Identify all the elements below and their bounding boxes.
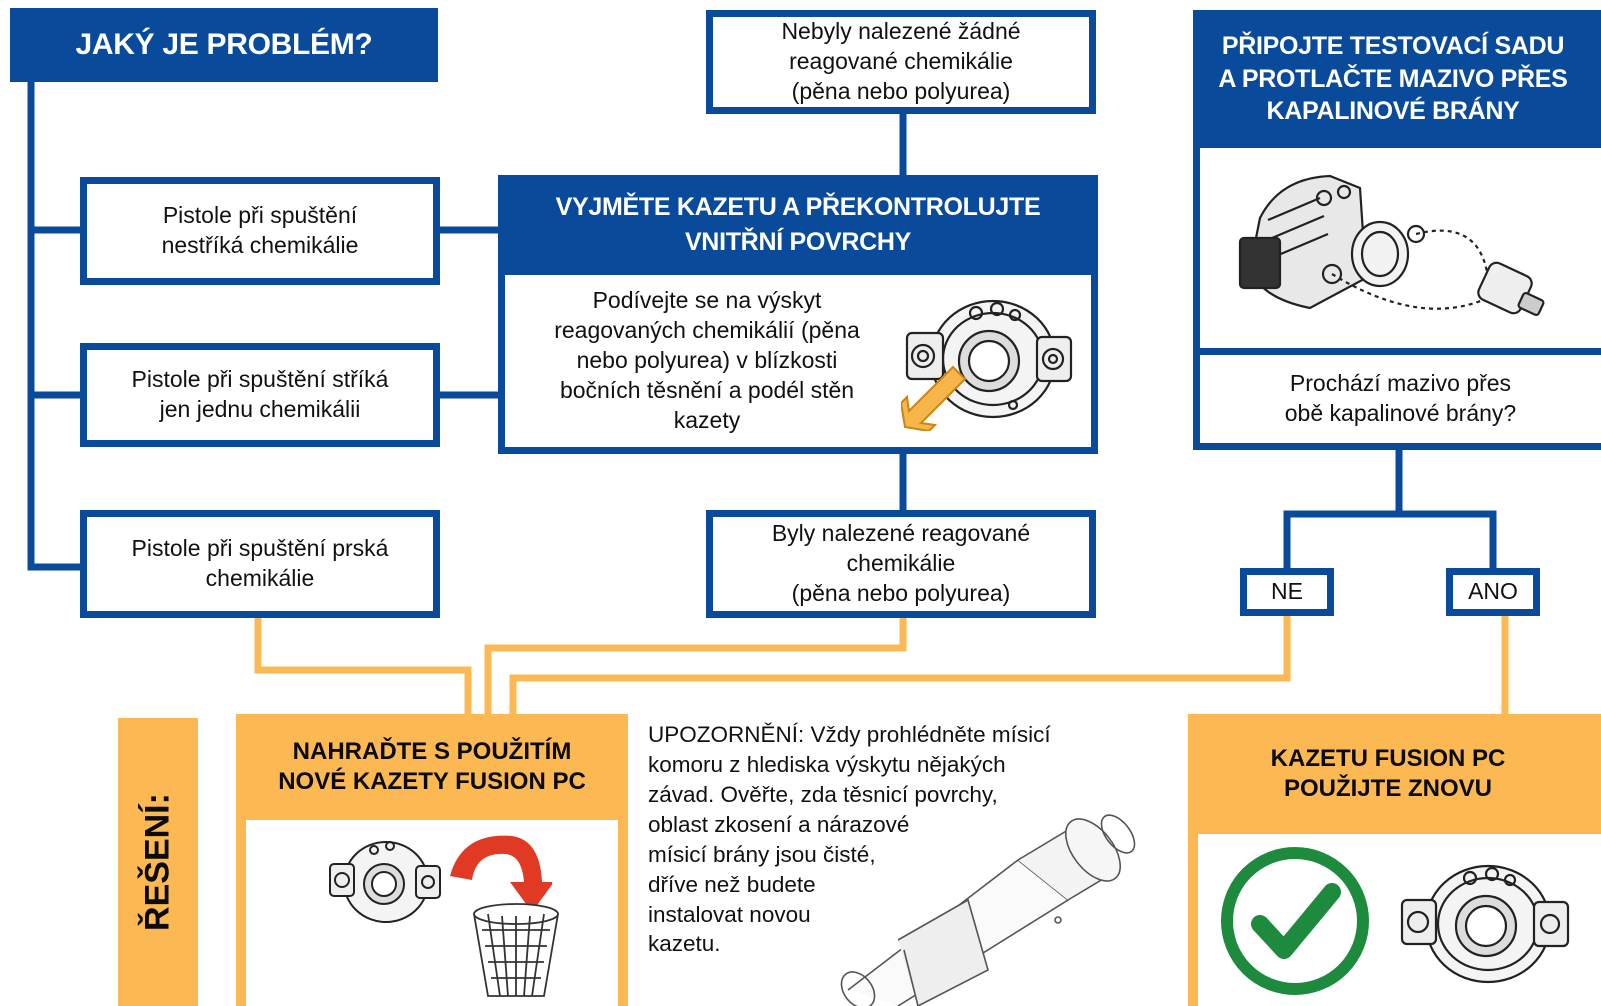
answer-yes-box: ANO [1446, 568, 1540, 616]
result-box-not-found: Nebyly nalezené žádné reagované chemikál… [706, 10, 1096, 114]
problem-box-one-chemical: Pistole při spuštění stříká jen jednu ch… [80, 343, 440, 447]
warning-note: UPOZORNĚNÍ: Vždy prohlédněte mísicí komo… [648, 720, 1128, 970]
decision-question-label: Prochází mazivo přes obě kapalinové brán… [1284, 370, 1517, 426]
inspect-box: VYJMĚTE KAZETU A PŘEKONTROLUJTE VNITŘNÍ … [498, 175, 1098, 454]
solution-replace-box: NAHRAĎTE S POUŽITÍM NOVÉ KAZETY FUSION P… [236, 714, 628, 1006]
trash-basket-icon [473, 903, 559, 997]
result-text: Nebyly nalezené žádné reagované chemikál… [781, 18, 1021, 104]
solution-replace-image-panel [246, 820, 618, 1006]
answer-no-label: NE [1271, 578, 1303, 605]
inspect-title-label: VYJMĚTE KAZETU A PŘEKONTROLUJTE VNITŘNÍ … [555, 193, 1041, 256]
problem-text: Pistole při spuštění stříká jen jednu ch… [131, 366, 389, 422]
warning-note-text: UPOZORNĚNÍ: Vždy prohlédněte mísicí komo… [648, 722, 1051, 957]
discard-arrow-icon [450, 835, 552, 912]
solution-replace-title: NAHRAĎTE S POUŽITÍM NOVÉ KAZETY FUSION P… [236, 714, 628, 820]
decision-split-line [1283, 450, 1403, 572]
test-kit-title: PŘIPOJTE TESTOVACÍ SADU A PROTLAČTE MAZI… [1193, 10, 1593, 148]
solution-label-text: ŘEŠENÍ: [138, 793, 177, 931]
solution-reuse-title: KAZETU FUSION PC POUŽIJTE ZNOVU [1188, 714, 1588, 834]
decision-question: Prochází mazivo přes obě kapalinové brán… [1200, 355, 1601, 443]
inspect-body: Podívejte se na výskyt reagovaných chemi… [505, 275, 1091, 447]
result-text: Byly nalezené reagované chemikálie (pěna… [771, 520, 1031, 606]
test-kit-icon [1238, 174, 1545, 317]
test-kit-image-panel [1200, 148, 1601, 348]
problem-question-header: JAKÝ JE PROBLÉM? [10, 8, 438, 82]
inspect-body-label: Podívejte se na výskyt reagovaných chemi… [554, 287, 860, 433]
cartridge-icon [905, 299, 1073, 419]
cartridge-icon [329, 841, 441, 923]
solution-label: ŘEŠENÍ: [139, 793, 178, 931]
problem-box-no-spray: Pistole při spuštění nestříká chemikálie [80, 177, 440, 285]
check-icon [1221, 847, 1369, 995]
solution-reuse-image-panel [1198, 834, 1601, 1006]
problem-trunk-line [27, 80, 80, 571]
solution-reuse-box: KAZETU FUSION PC POUŽIJTE ZNOVU [1188, 714, 1601, 1006]
pointer-arrow-icon [901, 365, 967, 431]
orange-line-problem3 [254, 618, 472, 715]
decision-split-line-yes [1399, 510, 1497, 572]
answer-yes-label: ANO [1468, 578, 1518, 605]
solution-reuse-label: KAZETU FUSION PC POUŽIJTE ZNOVU [1270, 745, 1506, 802]
problem-text: Pistole při spuštění prská chemikálie [131, 535, 389, 591]
solution-label-bar: ŘEŠENÍ: [118, 718, 198, 1006]
mixing-chamber-icon [840, 814, 1136, 1006]
problem-question-label: JAKÝ JE PROBLÉM? [75, 28, 373, 61]
problem-text: Pistole při spuštění nestříká chemikálie [161, 202, 359, 258]
inspect-title: VYJMĚTE KAZETU A PŘEKONTROLUJTE VNITŘNÍ … [498, 175, 1098, 275]
solution-replace-label: NAHRAĎTE S POUŽITÍM NOVÉ KAZETY FUSION P… [278, 738, 586, 795]
orange-line-found [484, 618, 907, 715]
cartridge-icon [1400, 864, 1570, 984]
test-kit-box: PŘIPOJTE TESTOVACÍ SADU A PROTLAČTE MAZI… [1193, 10, 1601, 450]
result-box-found: Byly nalezené reagované chemikálie (pěna… [706, 510, 1096, 618]
test-kit-title-label: PŘIPOJTE TESTOVACÍ SADU A PROTLAČTE MAZI… [1218, 32, 1568, 126]
inspect-instructions: Podívejte se na výskyt reagovaných chemi… [513, 285, 901, 437]
answer-no-box: NE [1240, 568, 1334, 616]
orange-line-no [509, 612, 1291, 715]
problem-box-sputter: Pistole při spuštění prská chemikálie [80, 510, 440, 618]
